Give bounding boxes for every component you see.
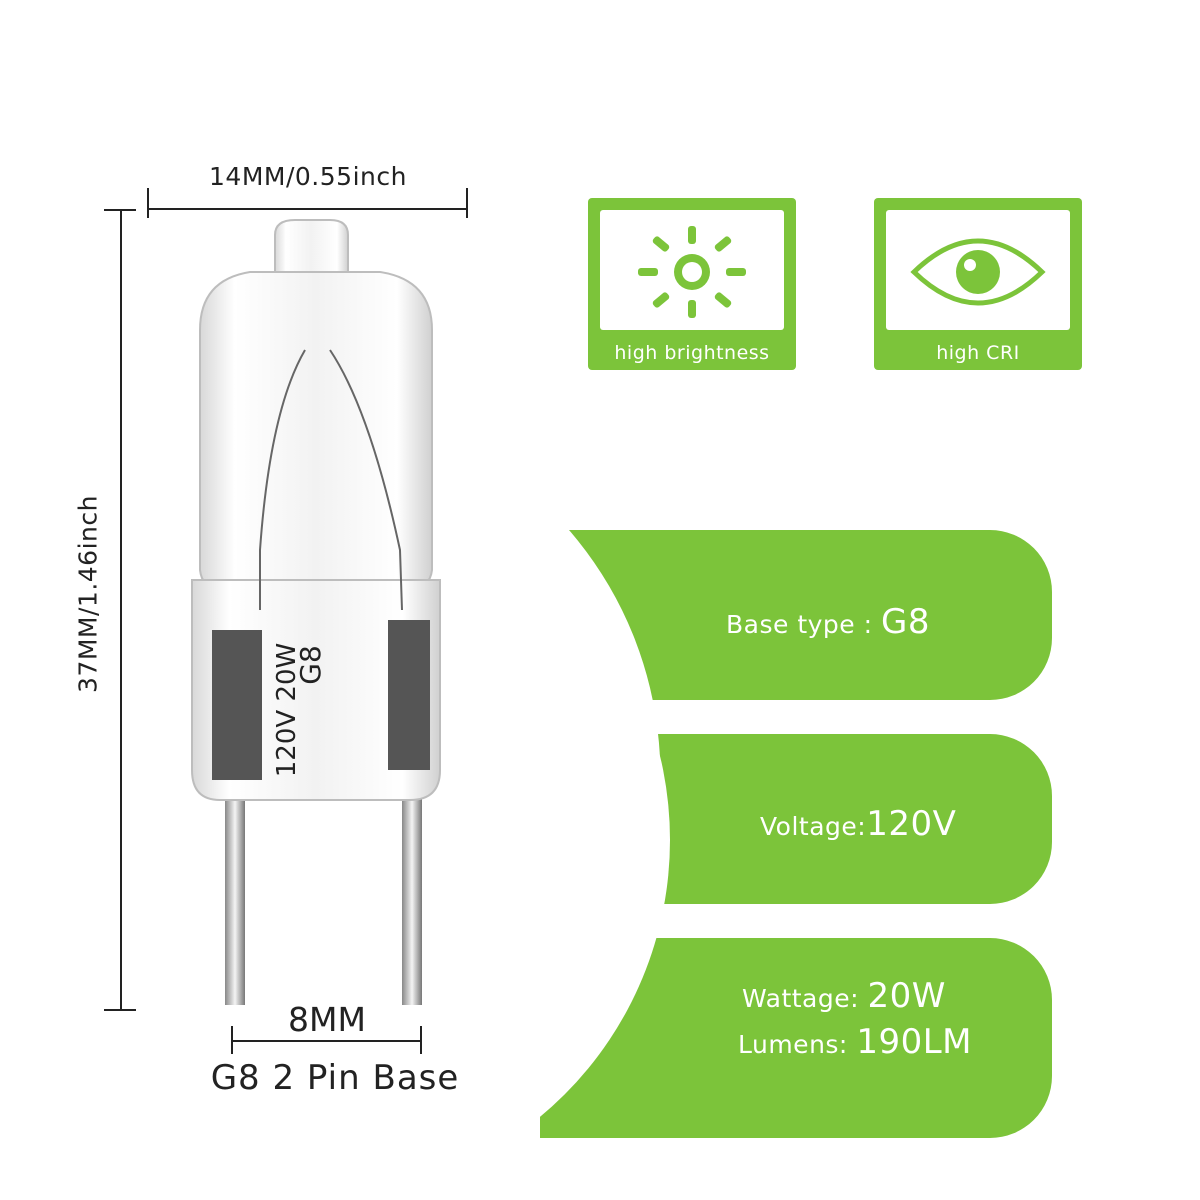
feature-high-brightness: high brightness [588, 198, 796, 370]
spec-value: 190LM [856, 1022, 972, 1062]
width-dimension-line [148, 208, 468, 210]
sun-icon [638, 226, 746, 318]
bulb-pin-left [225, 750, 245, 1005]
width-dimension-tick-left [147, 188, 149, 218]
bulb-height-label: 37MM/1.46inch [73, 495, 103, 693]
spec-value: G8 [881, 602, 930, 642]
pin-spacing-label: 8MM [288, 1000, 366, 1039]
spec-key: Voltage: [760, 812, 867, 841]
spec-value: 20W [867, 976, 946, 1016]
bulb-print-rating: 120V 20W [272, 643, 302, 777]
spec-value: 120V [866, 804, 957, 844]
bulb-foil-left [212, 630, 262, 780]
bulb-print-g8: G8 [294, 645, 327, 685]
height-dimension-tick-bottom [104, 1009, 136, 1011]
pin-spacing-line [232, 1040, 422, 1042]
spec-key: Lumens: [738, 1030, 857, 1059]
spec-key: Base type : [726, 610, 881, 639]
halogen-bulb: G8 120V 20W [191, 219, 441, 1005]
width-dimension-tick-right [466, 188, 468, 218]
feature-label: high CRI [936, 342, 1020, 364]
feature-high-cri: high CRI [874, 198, 1082, 370]
bulb-tip [274, 219, 349, 281]
spec-wattage-lumens: Wattage: 20W Lumens: 190LM [540, 938, 1052, 1138]
eye-icon [910, 238, 1046, 306]
pin-spacing-tick-left [231, 1026, 233, 1054]
bulb-width-label: 14MM/0.55inch [209, 162, 407, 191]
bulb-filament [259, 349, 403, 611]
bulb-capsule [199, 271, 433, 591]
pin-spacing-tick-right [420, 1026, 422, 1054]
feature-label: high brightness [614, 342, 770, 364]
bulb-foil-right [388, 620, 430, 770]
height-dimension-line [120, 210, 122, 1010]
bulb-pin-right [402, 750, 422, 1005]
base-type-caption: G8 2 Pin Base [210, 1058, 460, 1098]
height-dimension-tick-top [104, 209, 136, 211]
spec-key: Wattage: [742, 984, 868, 1013]
